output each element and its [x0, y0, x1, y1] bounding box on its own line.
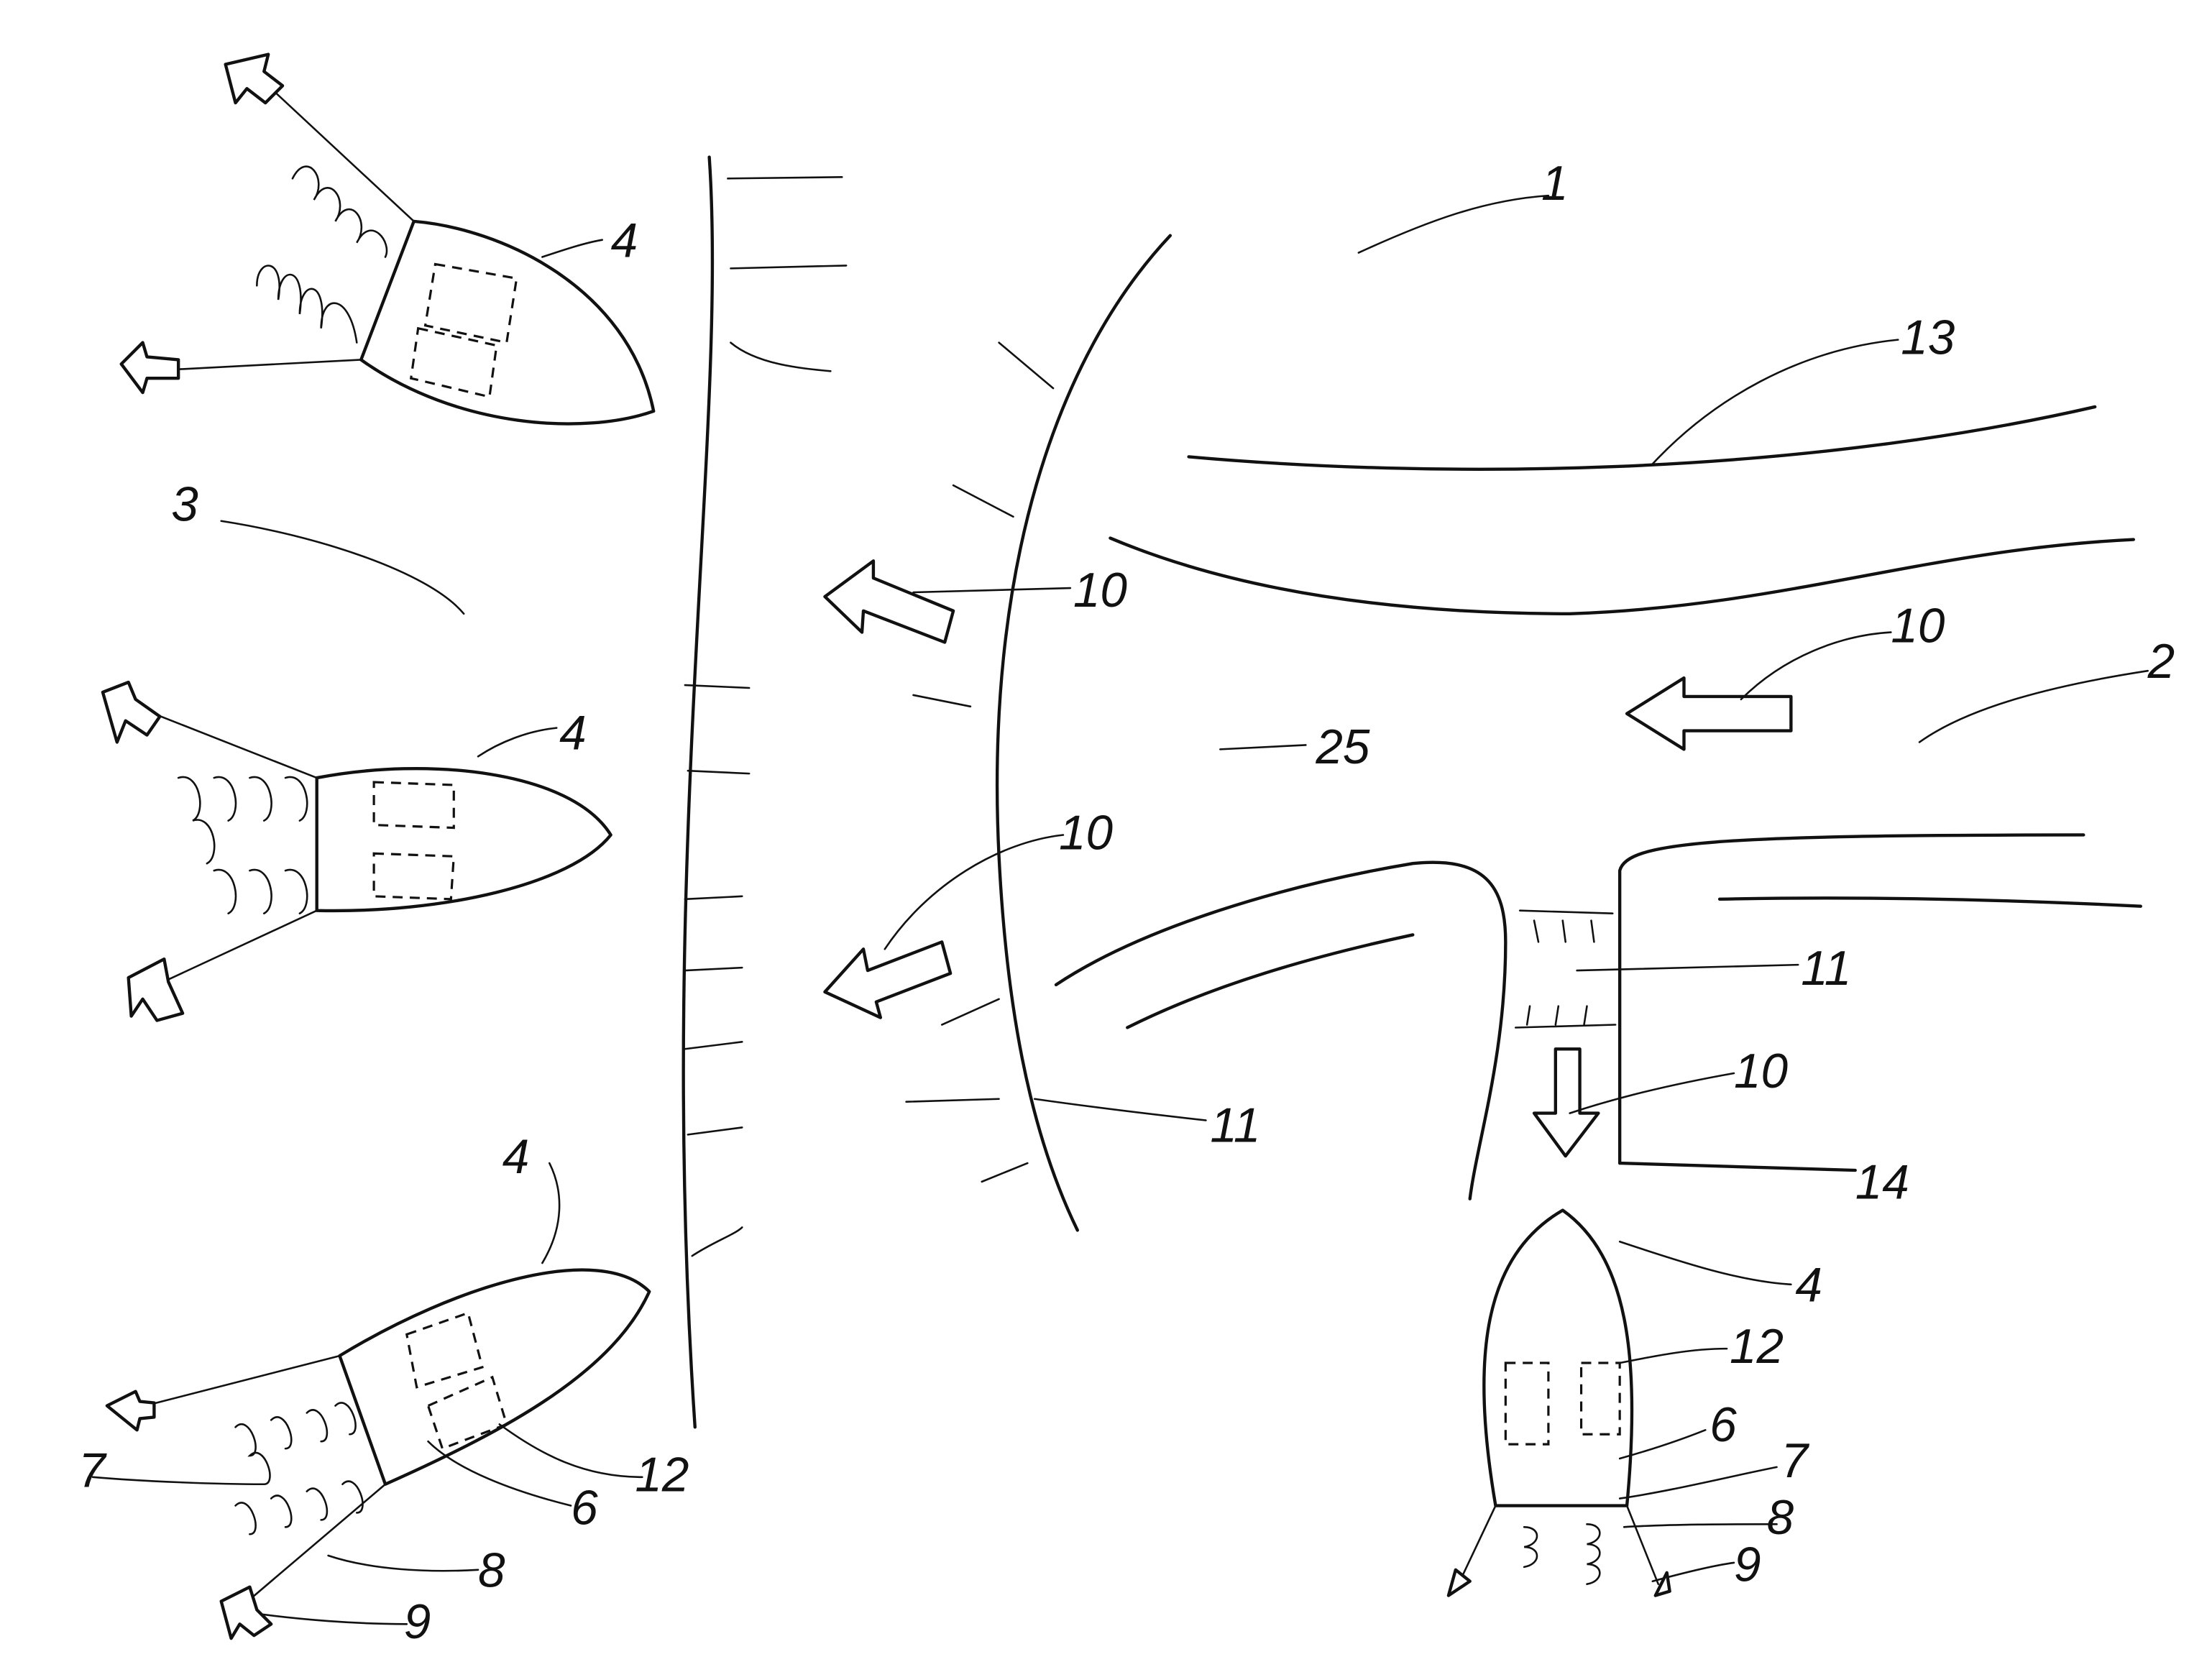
flow-arrow-upper-left — [825, 561, 953, 642]
label-spring-lower-left: 7 — [78, 1444, 107, 1498]
label-flow-arrow-down: 10 — [1734, 1044, 1788, 1098]
label-boat-middle: 4 — [559, 706, 587, 760]
label-flow-arrow-upper-left: 10 — [1073, 564, 1127, 617]
flow-arrow-channel — [1627, 678, 1791, 749]
label-channel-wall: 13 — [1901, 311, 1955, 364]
flow-arrow-down — [1534, 1049, 1598, 1156]
label-water-body: 1 — [1541, 157, 1569, 211]
label-anchor-lower-left: 9 — [404, 1595, 431, 1649]
shoreline — [684, 157, 847, 1428]
label-screen-side-channel: 11 — [1801, 942, 1851, 996]
label-screen-outlet: 11 — [1210, 1098, 1260, 1152]
boat-middle — [103, 682, 611, 1020]
label-outlet-wall: 14 — [1855, 1156, 1909, 1210]
label-line-bottom: 8 — [1767, 1491, 1794, 1545]
boat-top — [121, 55, 653, 424]
barrier — [907, 236, 1170, 1231]
label-box-lower-left: 12 — [635, 1448, 689, 1502]
boat-lower-left — [107, 1270, 649, 1638]
label-boat-lower-left: 4 — [502, 1130, 530, 1184]
label-boat-bottom: 4 — [1795, 1259, 1822, 1313]
label-flow-region: 2 — [2147, 635, 2175, 689]
label-line-lower-left: 8 — [478, 1544, 505, 1598]
label-flow-arrow-channel: 10 — [1891, 599, 1945, 653]
label-boat-top: 4 — [611, 213, 638, 267]
label-anchor-bottom: 9 — [1734, 1538, 1761, 1592]
boat-bottom — [1449, 1211, 1670, 1596]
channel — [1056, 407, 2141, 1199]
label-center-area: 25 — [1315, 720, 1370, 774]
label-flow-arrow-lower-left: 10 — [1059, 806, 1113, 860]
label-box-bottom: 12 — [1730, 1320, 1784, 1374]
label-shore-area: 3 — [171, 478, 198, 532]
label-propeller-lower-left: 6 — [571, 1481, 598, 1535]
label-spring-bottom: 7 — [1781, 1434, 1809, 1488]
flow-arrow-lower-left — [825, 942, 950, 1017]
leader-lines — [93, 196, 2148, 1624]
label-propeller-bottom: 6 — [1710, 1398, 1737, 1452]
